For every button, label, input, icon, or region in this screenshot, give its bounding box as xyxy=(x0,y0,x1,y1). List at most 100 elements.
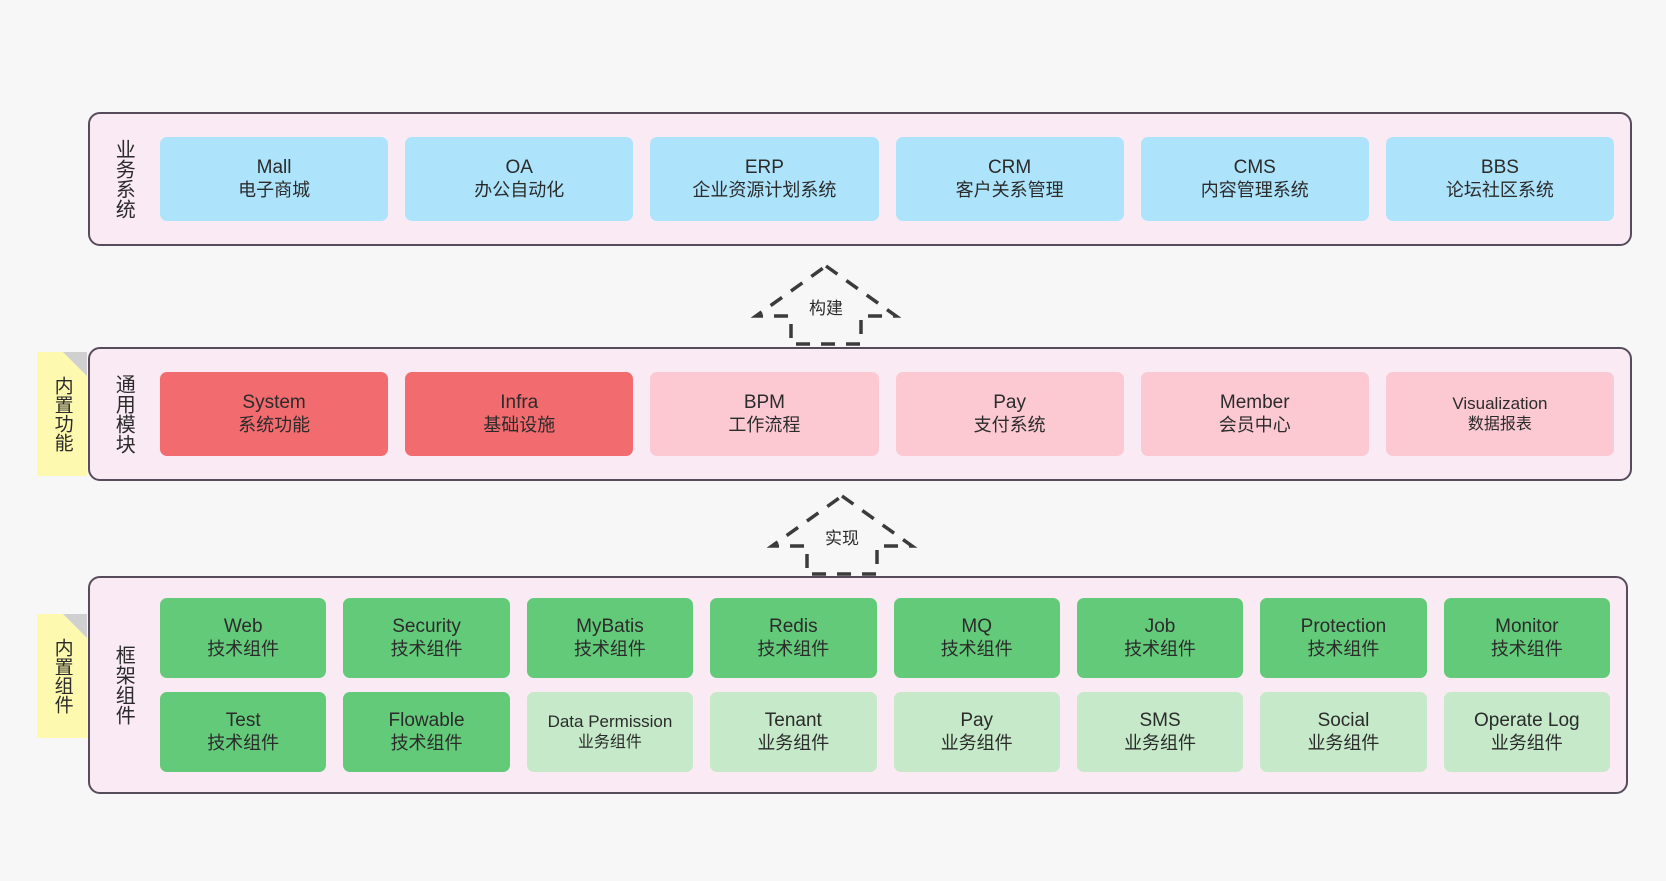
card-title-en: Pay xyxy=(960,710,994,732)
card-title-en: System xyxy=(242,392,306,414)
card-title-cn: 技术组件 xyxy=(1307,638,1380,659)
card-title-cn: 工作流程 xyxy=(728,414,801,435)
card-title-cn: 业务组件 xyxy=(577,733,642,751)
card-title-en: Test xyxy=(225,710,261,732)
note-fold-corner-icon xyxy=(63,352,87,376)
card-title-cn: 业务组件 xyxy=(757,732,830,753)
card-title-en: MQ xyxy=(961,616,992,638)
card-title-en: Redis xyxy=(769,616,818,638)
card-title-cn: 技术组件 xyxy=(573,638,646,659)
card-title-cn: 论坛社区系统 xyxy=(1445,179,1554,200)
card-title-cn: 技术组件 xyxy=(207,732,280,753)
card-title-en: Operate Log xyxy=(1473,710,1580,732)
card-title-cn: 电子商城 xyxy=(238,179,311,200)
card-title-cn: 技术组件 xyxy=(757,638,830,659)
arrow-implement: 实现 xyxy=(766,492,918,576)
note-builtin-function: 内置功能 xyxy=(37,352,87,476)
card-title-en: Mall xyxy=(256,157,292,179)
card-title-cn: 技术组件 xyxy=(1124,638,1197,659)
card-title-en: OA xyxy=(505,157,533,179)
card-title-cn: 业务组件 xyxy=(1124,732,1197,753)
card-title-en: MyBatis xyxy=(576,616,644,638)
card-title-cn: 企业资源计划系统 xyxy=(692,179,837,200)
card-title-en: Security xyxy=(392,616,461,638)
card-title-cn: 支付系统 xyxy=(973,414,1046,435)
card-title-cn: 业务组件 xyxy=(1307,732,1380,753)
card-title-en: BPM xyxy=(743,392,785,414)
arrow-build-label: 构建 xyxy=(809,299,843,318)
card-title-en: Infra xyxy=(500,392,539,414)
card-title-cn: 技术组件 xyxy=(207,638,280,659)
card-title-cn: 会员中心 xyxy=(1218,414,1291,435)
card-title-cn: 系统功能 xyxy=(238,414,311,435)
arrow-build: 构建 xyxy=(750,262,902,346)
arrow-implement-label: 实现 xyxy=(825,529,859,548)
card-title-en: Flowable xyxy=(388,710,465,732)
note-builtin-function-label: 内置功能 xyxy=(51,376,73,452)
card-title-en: Data Permission xyxy=(547,711,673,731)
card-title-en: Member xyxy=(1219,392,1290,414)
card-title-en: Job xyxy=(1144,616,1176,638)
card-title-cn: 办公自动化 xyxy=(474,179,565,200)
layer-title-framework-components: 框架组件 xyxy=(112,645,135,725)
card-title-en: SMS xyxy=(1139,710,1181,732)
note-builtin-component: 内置组件 xyxy=(37,614,87,738)
card-title-en: Visualization xyxy=(1452,393,1548,413)
card-title-cn: 客户关系管理 xyxy=(955,179,1064,200)
card-title-cn: 业务组件 xyxy=(1490,732,1563,753)
card-title-cn: 技术组件 xyxy=(940,638,1013,659)
layer-title-business-systems: 业务系统 xyxy=(112,139,135,219)
layer-title-common-modules: 通用模块 xyxy=(112,374,135,454)
card-title-en: CMS xyxy=(1233,157,1276,179)
card-title-en: CRM xyxy=(987,157,1032,179)
card-data-permission[interactable]: Data Permission 业务组件 xyxy=(526,692,694,772)
card-title-cn: 内容管理系统 xyxy=(1200,179,1309,200)
card-visualization[interactable]: Visualization 数据报表 xyxy=(1385,372,1614,456)
card-title-cn: 技术组件 xyxy=(390,638,463,659)
card-title-en: Web xyxy=(223,616,263,638)
card-title-cn: 数据报表 xyxy=(1467,415,1532,433)
note-fold-corner-icon xyxy=(63,614,87,638)
card-title-en: BBS xyxy=(1480,157,1519,179)
note-builtin-component-label: 内置组件 xyxy=(51,638,73,714)
card-title-en: Pay xyxy=(993,392,1026,414)
card-title-cn: 业务组件 xyxy=(940,732,1013,753)
card-title-en: ERP xyxy=(744,157,784,179)
card-title-en: Monitor xyxy=(1495,616,1559,638)
card-title-en: Tenant xyxy=(764,710,822,732)
card-title-en: Protection xyxy=(1300,616,1387,638)
